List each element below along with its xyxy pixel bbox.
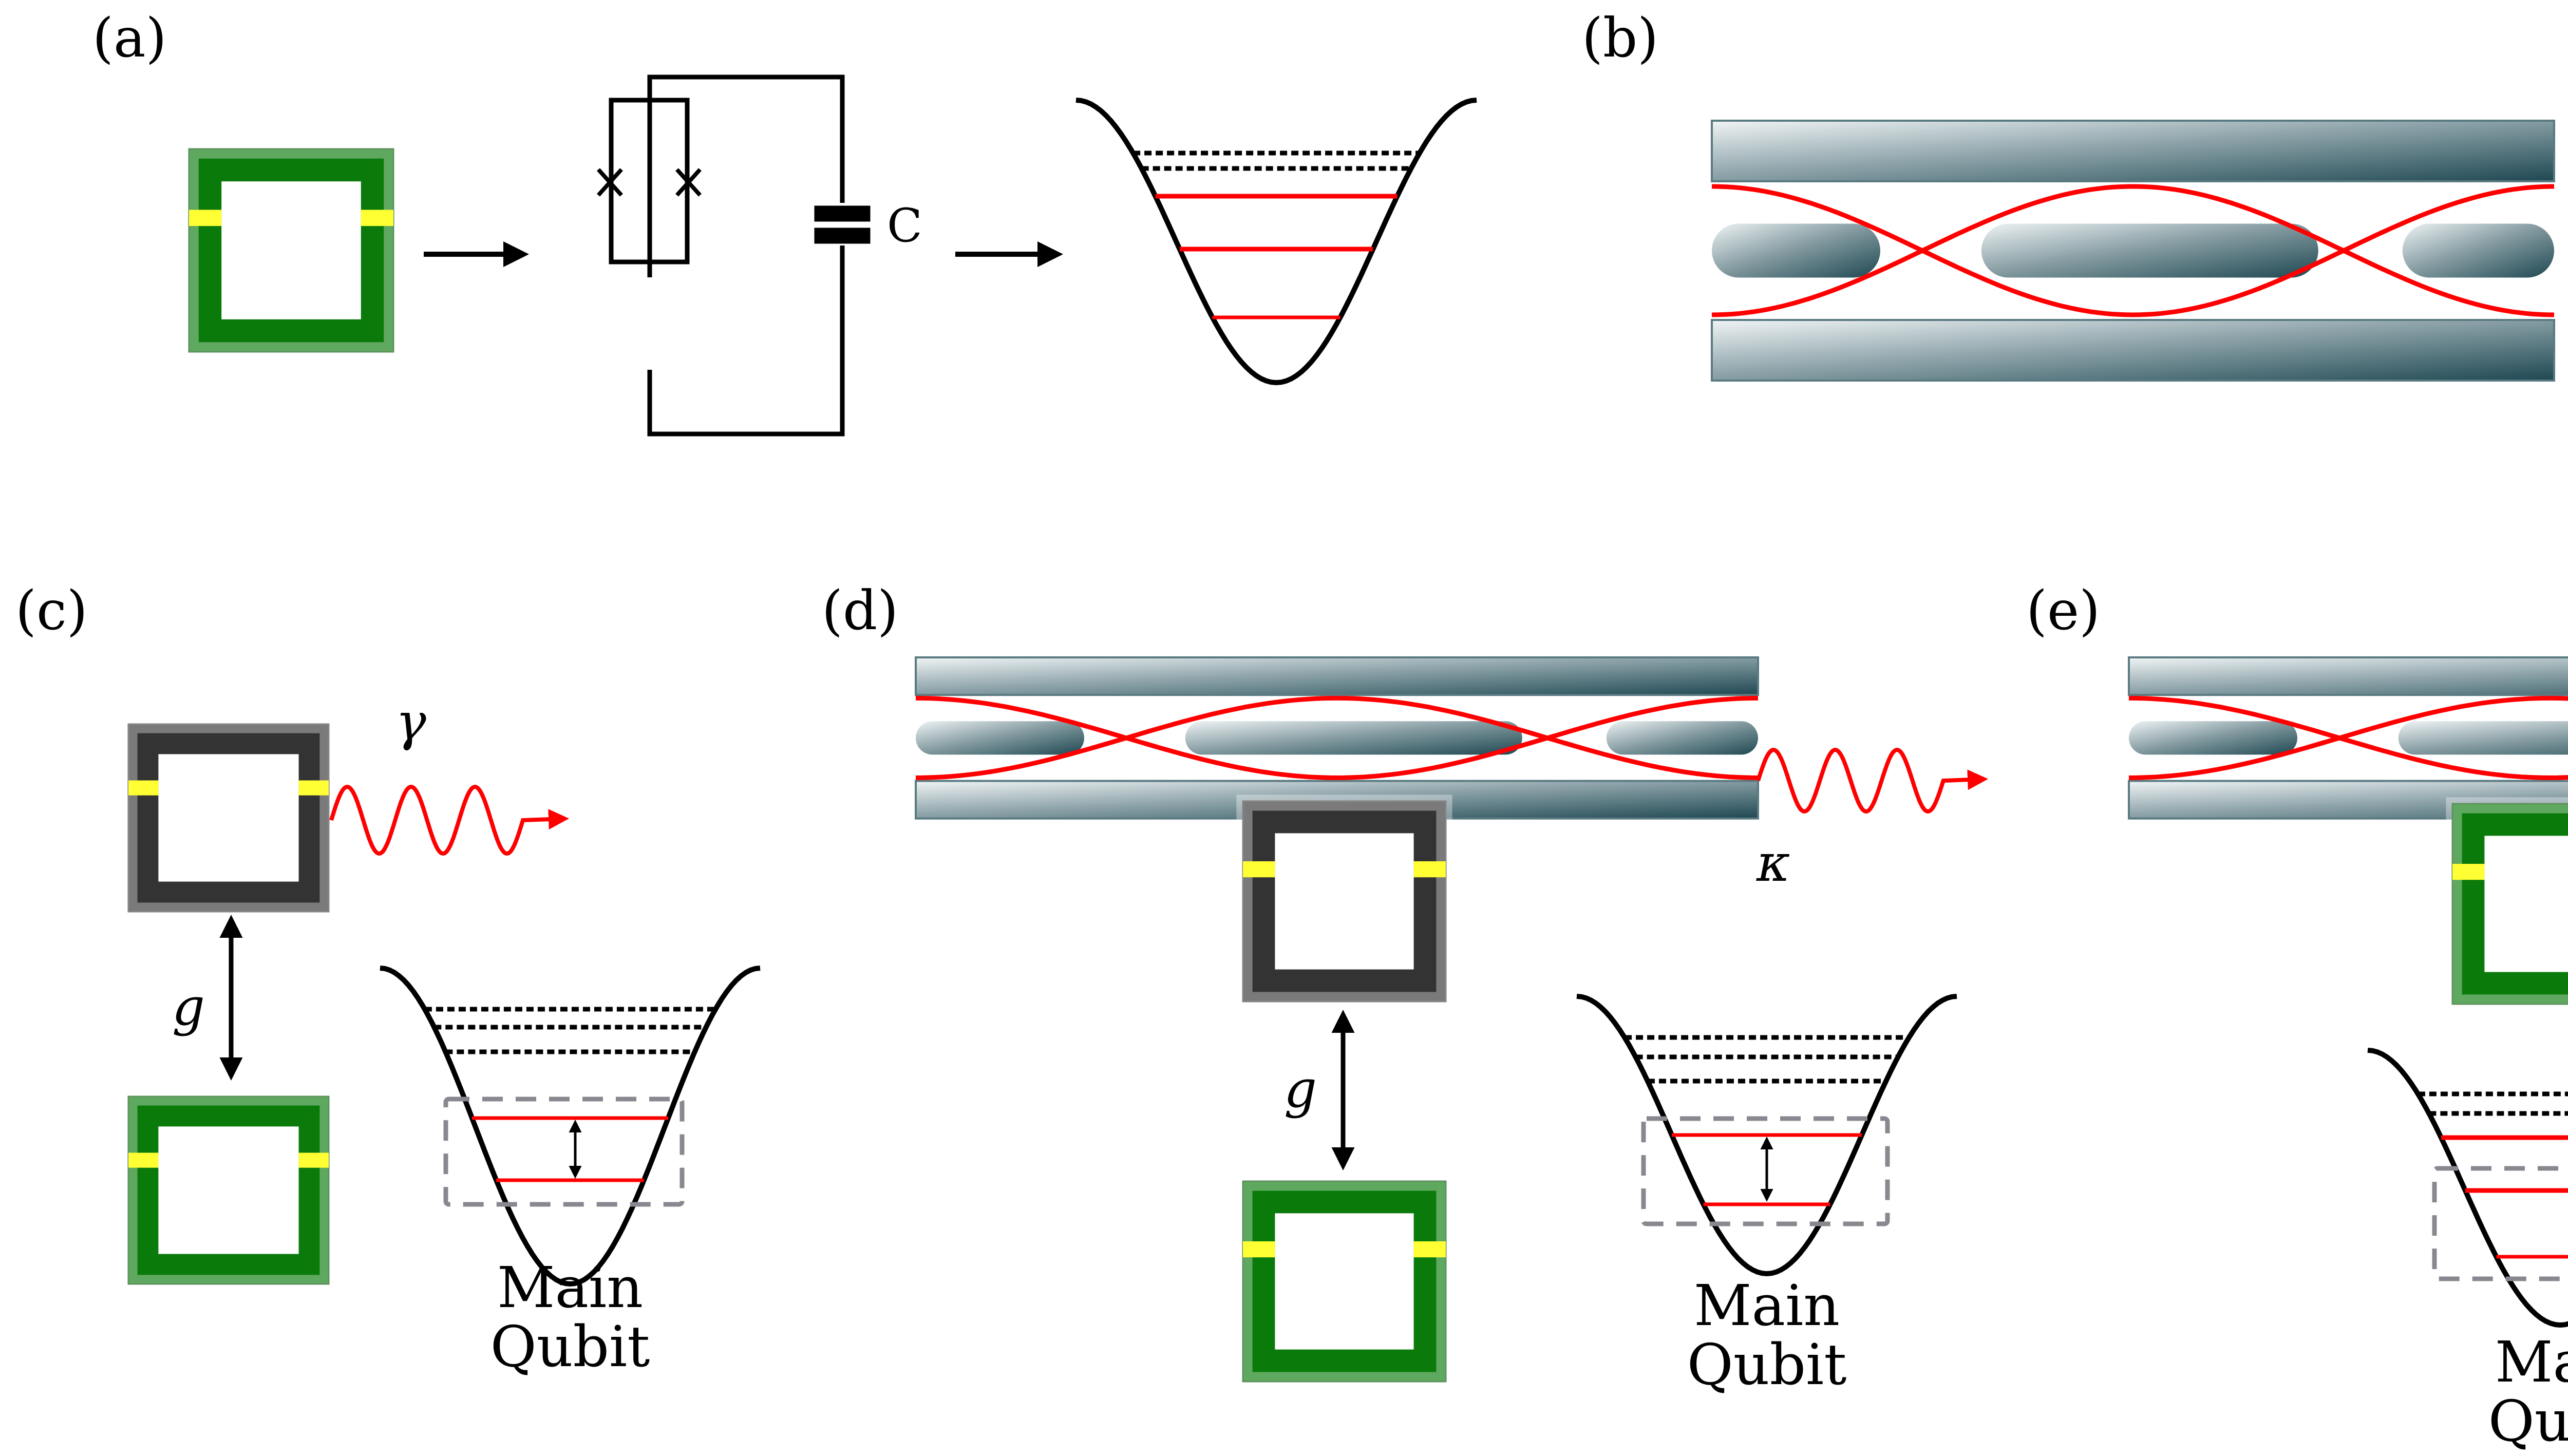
- main-qubit-caption-line1: Main: [497, 1255, 643, 1320]
- qubit-bevel: [1236, 1175, 1452, 1388]
- junction-left: [2452, 864, 2485, 880]
- center-conductor-segment: [916, 721, 1084, 755]
- potential-curve: [1576, 994, 1957, 1277]
- qubit-subspace-box: [443, 1096, 685, 1207]
- cavity-resonator: [915, 656, 1759, 820]
- cavity-wall-bottom: [1711, 319, 2555, 382]
- coupling-symbol: g: [1284, 1059, 1317, 1119]
- decay-wave-icon: [1756, 747, 1988, 814]
- panel-label-a: (a): [92, 7, 167, 69]
- junction-left: [1243, 861, 1275, 878]
- center-conductor-segment: [2398, 721, 2568, 755]
- panel-e: κ Xe→f Main Qubit: [2128, 656, 2568, 1454]
- cavity-wall-top: [2128, 656, 2568, 696]
- panel-a: C: [182, 74, 1477, 437]
- cavity-mode-profile: [915, 695, 1759, 780]
- gamma-symbol: γ: [395, 692, 426, 752]
- center-conductor-segment: [1606, 721, 1758, 755]
- qubit-hole: [2484, 836, 2568, 972]
- main-qubit-caption-line1: Main: [1694, 1273, 1840, 1338]
- qubit-bevel: [2446, 797, 2568, 1011]
- junction-left: [128, 780, 159, 796]
- center-conductor-segment: [2402, 223, 2554, 278]
- qubit-hole: [158, 754, 299, 882]
- center-conductor-segment: [1712, 223, 1880, 278]
- transmon-qubit-icon: [182, 142, 400, 358]
- cavity-mode-profile: [1711, 184, 2555, 317]
- center-conductor-segment: [1185, 721, 1522, 755]
- qubit-hole: [1275, 833, 1414, 970]
- circuit-diagram: [597, 74, 871, 437]
- qubit-bevel: [122, 718, 335, 918]
- cavity-wall-top: [915, 656, 1759, 696]
- potential-curve: [2367, 1048, 2568, 1328]
- main-qubit-caption-line2: Qubit: [1687, 1332, 1847, 1397]
- cavity-mode-profile: [1711, 184, 2555, 317]
- potential-curve: [380, 966, 761, 1287]
- panel-label-e: (e): [2026, 579, 2100, 642]
- main-qubit-icon: [122, 1090, 335, 1290]
- junction-left: [128, 1152, 159, 1168]
- kappa-symbol: κ: [1756, 833, 1790, 893]
- cavity-resonator: [1711, 120, 2555, 382]
- coupler-qubit-icon: [1236, 795, 1452, 1008]
- potential-curve: [1075, 98, 1477, 386]
- qubit-hole: [221, 181, 361, 319]
- qubit-bevel: [1236, 795, 1452, 1008]
- capacitor-plate: [814, 228, 871, 244]
- main-qubit-caption-line2: Qubit: [490, 1314, 650, 1379]
- decay-wave-icon: [329, 784, 569, 856]
- main-qubit-icon: [2446, 797, 2568, 1011]
- cavity-wall-top: [1711, 120, 2555, 182]
- cavity-mode-profile: [2128, 695, 2568, 780]
- main-qubit-caption-line2: Qubit: [2488, 1388, 2568, 1454]
- junction-left: [1243, 1241, 1275, 1258]
- main-qubit-caption-line1: Main: [2495, 1329, 2568, 1395]
- anharmonic-potential: [1075, 98, 1477, 386]
- panel-d: κ g Main Qubit: [915, 656, 1988, 1397]
- cavity-mode-profile: [2128, 695, 2568, 780]
- panel-b: [1711, 120, 2555, 382]
- qubit-hole: [1275, 1213, 1414, 1350]
- junction-right: [361, 210, 393, 226]
- panel-c: γ g Main Qubit: [122, 692, 761, 1379]
- qubit-hole: [158, 1126, 299, 1254]
- coupling-symbol: g: [172, 977, 205, 1037]
- josephson-junction-icon: [597, 168, 702, 197]
- main-qubit-potential: [2367, 1048, 2568, 1328]
- capacitor-label: C: [887, 199, 922, 253]
- coupler-qubit-icon: [122, 718, 335, 918]
- main-qubit-icon: [1236, 1175, 1452, 1388]
- panel-label-c: (c): [15, 579, 88, 642]
- main-qubit-potential: [380, 966, 761, 1287]
- qubit-subspace-box: [1641, 1116, 1890, 1226]
- junction-right: [1413, 861, 1446, 878]
- qubit-subspace-box: [2432, 1166, 2568, 1281]
- center-conductor-segment: [2129, 721, 2297, 755]
- center-conductor-segment: [1981, 223, 2318, 278]
- panel-label-b: (b): [1582, 7, 1658, 69]
- capacitor-plate: [814, 205, 871, 222]
- main-qubit-potential: [1576, 994, 1957, 1277]
- qubit-bevel: [182, 142, 400, 358]
- junction-right: [298, 1152, 329, 1168]
- cavity-mode-profile: [915, 695, 1759, 780]
- junction-left: [189, 210, 222, 226]
- cavity-resonator: [2128, 656, 2568, 820]
- junction-right: [298, 780, 329, 796]
- qubit-bevel: [122, 1090, 335, 1290]
- junction-right: [1413, 1241, 1446, 1258]
- panel-label-d: (d): [822, 579, 898, 642]
